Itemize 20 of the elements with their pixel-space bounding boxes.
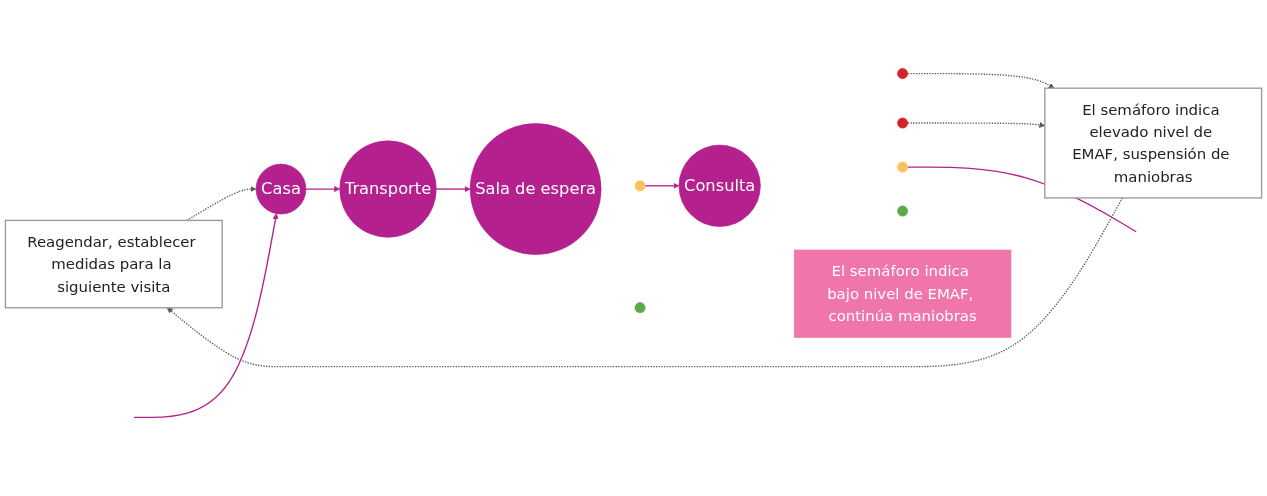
- node-circle: Transporte: [339, 140, 437, 238]
- node-circle: Consulta: [678, 144, 761, 227]
- node-circle: [897, 117, 909, 129]
- node-circle: Sala de espera: [469, 123, 602, 255]
- arrow: [133, 213, 279, 418]
- arrow: [435, 186, 471, 193]
- node-box: Reagendar, establecer medidas para la siguiente visita: [4, 219, 223, 309]
- node-circle: [634, 302, 646, 314]
- arrow: [186, 186, 257, 222]
- node-circle: [897, 161, 909, 173]
- node-box: El semáforo indica bajo nivel de EMAF, continúa maniobras: [793, 249, 1012, 338]
- node-circle: [897, 205, 909, 217]
- arrow: [166, 197, 1124, 368]
- arrow: [305, 186, 341, 193]
- node-circle: [897, 68, 909, 79]
- node-circle: Casa: [255, 163, 307, 215]
- node-box: El semáforo indica elevado nivel de EMAF, suspensión de maniobras: [1044, 87, 1263, 199]
- node-circle: [634, 180, 646, 192]
- arrow: [644, 182, 680, 189]
- arrow: [907, 72, 1055, 89]
